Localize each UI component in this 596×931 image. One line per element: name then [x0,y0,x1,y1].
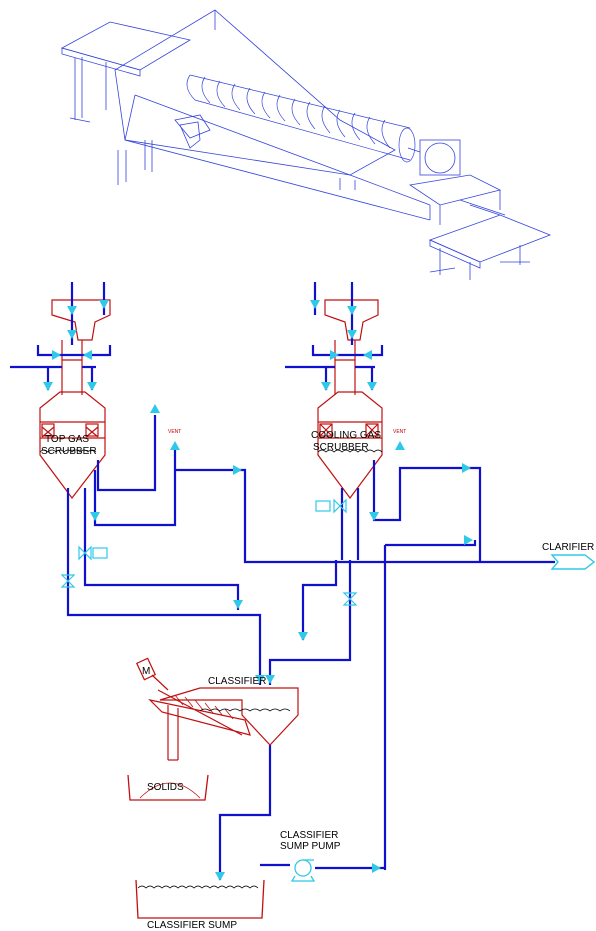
solids-label: SOLIDS [147,782,184,793]
top-gas-scrubber: TOP GAS SCRUBBER [40,300,110,498]
sump-pump-label-line1: CLASSIFIER [280,830,338,841]
classifier-sump: CLASSIFIER SUMP [136,880,264,931]
vent-label-1: VENT [168,429,181,435]
top-gas-scrubber-label-line2: SCRUBBER [41,446,97,457]
cooling-gas-scrubber: COOLING GAS SCRUBBER [311,300,382,498]
classifier-label: CLASSIFIER [208,676,266,687]
pump-icon[interactable] [292,860,314,881]
classifier-sump-pump: CLASSIFIER SUMP PUMP [280,830,341,881]
classifier-isometric-sketch [62,10,550,280]
clarifier: CLARIFIER [542,542,594,569]
valves [62,500,356,605]
classifier-sump-label: CLASSIFIER SUMP [147,920,237,931]
solids-bin: SOLIDS [128,775,208,800]
cooling-gas-scrubber-label-line2: SCRUBBER [313,442,369,453]
cooling-gas-scrubber-label-line1: COOLING GAS [311,430,381,441]
flow-arrows [43,300,473,881]
classifier: M CLASSIFIER [137,658,298,760]
piping [10,282,555,880]
control-valve-icon[interactable] [79,547,107,559]
clarifier-label: CLARIFIER [542,542,594,553]
top-gas-scrubber-label-line1: TOP GAS [45,434,89,445]
sump-pump-label-line2: SUMP PUMP [280,841,341,852]
vent-label-2: VENT [393,429,406,435]
motor-label: M [142,666,150,677]
